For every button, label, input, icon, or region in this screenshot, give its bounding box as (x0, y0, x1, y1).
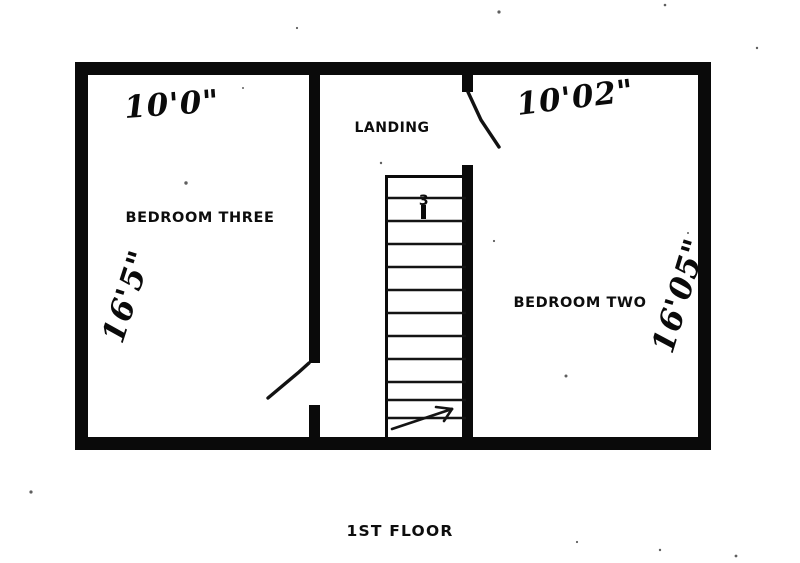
floor-plan-caption: 1ST FLOOR (347, 522, 454, 540)
room-labels: BEDROOM THREE LANDING BEDROOM TWO (125, 120, 646, 311)
room-label-landing: LANDING (354, 120, 429, 136)
wall-bottom (75, 437, 711, 450)
door-bedroom-two-swing (466, 90, 501, 149)
stair-top-marker: 3 (419, 193, 429, 209)
wall-partition-left-upper (309, 68, 320, 363)
room-label-bedroom-two: BEDROOM TWO (513, 295, 646, 311)
wall-partition-left-lower (309, 405, 320, 445)
wall-partition-right-upper (462, 68, 473, 92)
scan-noise-specks (29, 3, 759, 558)
outer-walls (75, 62, 711, 450)
room-label-bedroom-three: BEDROOM THREE (125, 210, 274, 226)
dimension-top-left: 10'0" (123, 83, 221, 126)
wall-partition-right-main (462, 165, 473, 445)
doors (266, 90, 501, 400)
stair-wall-left (385, 175, 388, 437)
stair-top-tick (421, 205, 426, 219)
door-bedroom-three-swing (266, 361, 311, 400)
wall-right (698, 62, 711, 450)
stair-direction-arrow (390, 405, 454, 431)
stair-top-edge (385, 175, 465, 178)
wall-left (75, 62, 88, 450)
interior-walls (309, 68, 473, 445)
staircase: 3 (385, 175, 466, 437)
stair-treads (387, 196, 466, 420)
wall-top (75, 62, 711, 75)
